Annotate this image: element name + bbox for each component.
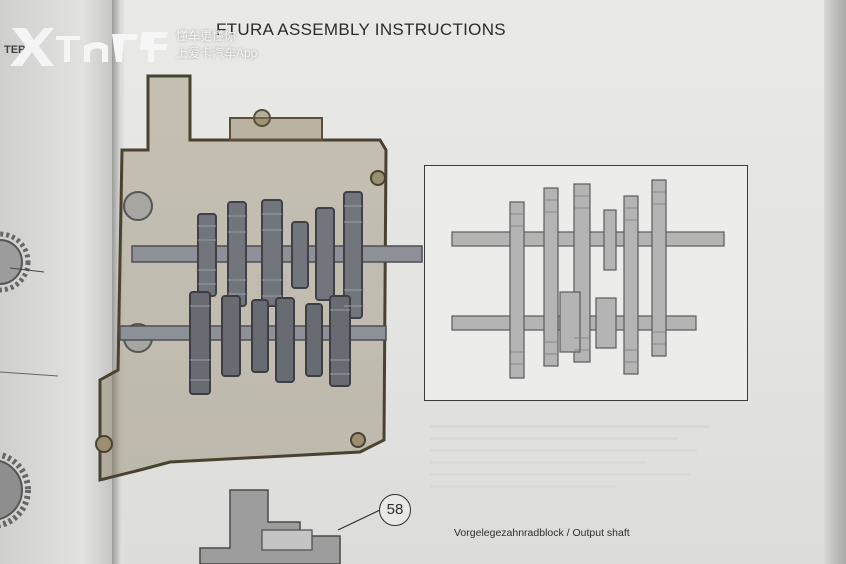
page-edge-shadow	[824, 0, 846, 564]
page-heading: FTURA ASSEMBLY INSTRUCTIONS	[216, 20, 506, 39]
watermark-text: 懂车更懂你 上爱卡汽车App	[176, 28, 257, 62]
xcar-logo	[10, 28, 168, 66]
left-gear-icon-bottom	[0, 451, 31, 529]
lower-gear-stack	[189, 291, 351, 395]
diagram-caption: Vorgelegezahnradblock / Output shaft	[454, 527, 630, 539]
housing-mount-tab	[229, 117, 323, 141]
faded-instruction-text	[430, 425, 740, 497]
left-page-fragment: TEP	[4, 44, 26, 56]
step-number-badge: 58	[379, 494, 411, 526]
left-gear-icon-top	[0, 231, 31, 293]
gear-teeth	[190, 205, 362, 381]
watermark-line-2: 上爱卡汽车App	[176, 46, 258, 60]
watermark-line-1: 懂车更懂你	[176, 29, 237, 43]
